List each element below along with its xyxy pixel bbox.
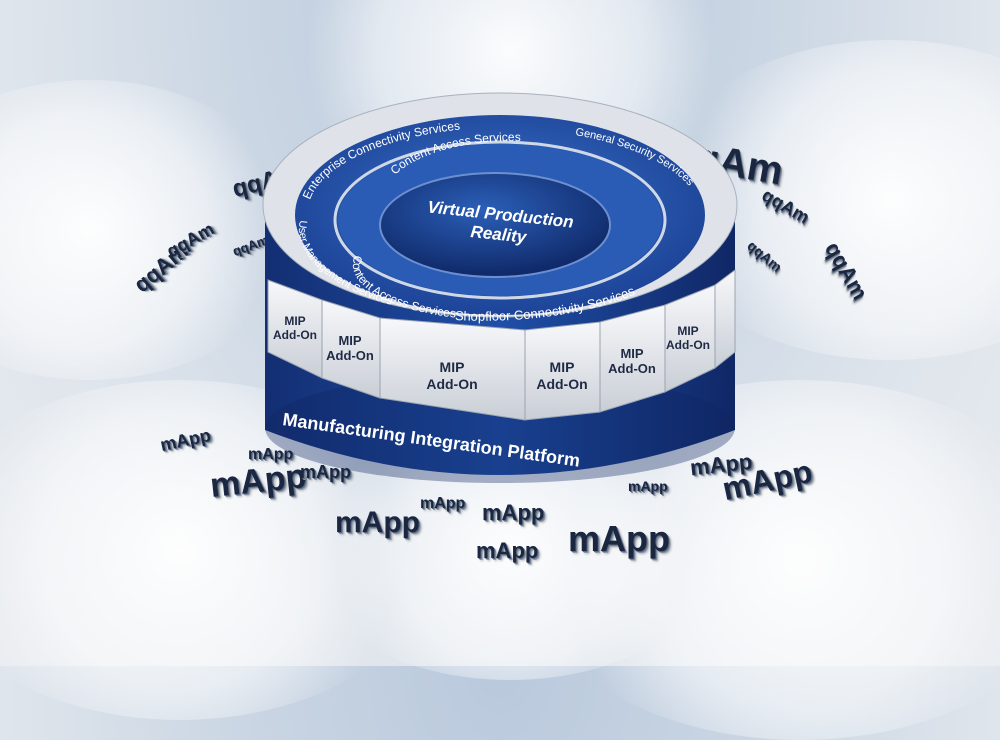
addon-label-line2: Add-On [273,328,317,342]
addon-label-line2: Add-On [426,376,477,392]
addon-label-line1: MIP [620,346,643,361]
mapp-label: mApp [300,462,351,482]
mapp-label: mApp [248,446,294,463]
mapp-label: mApp [420,495,466,512]
mapp-label: mApp [335,506,420,539]
addon-label-line2: Add-On [326,348,374,363]
addon-label-line1: MIP [677,324,698,338]
addon-label-line1: MIP [440,359,465,375]
addon-label-line2: Add-On [608,361,656,376]
addon-label-line2: Add-On [666,338,710,352]
addon-label-line2: Add-On [536,376,587,392]
mapp-label: mApp [482,500,545,525]
mapp-label: mApp [628,478,668,494]
platform-diagram: Virtual ProductionReality Content Access… [262,92,738,483]
mapp-label: mApp [568,518,670,559]
addon-label-line1: MIP [284,314,305,328]
addon-label-line1: MIP [550,359,575,375]
mapp-label: mApp [476,538,539,563]
addon-label-line1: MIP [338,333,361,348]
core-disc [379,172,611,278]
addon-blocks [267,269,736,421]
